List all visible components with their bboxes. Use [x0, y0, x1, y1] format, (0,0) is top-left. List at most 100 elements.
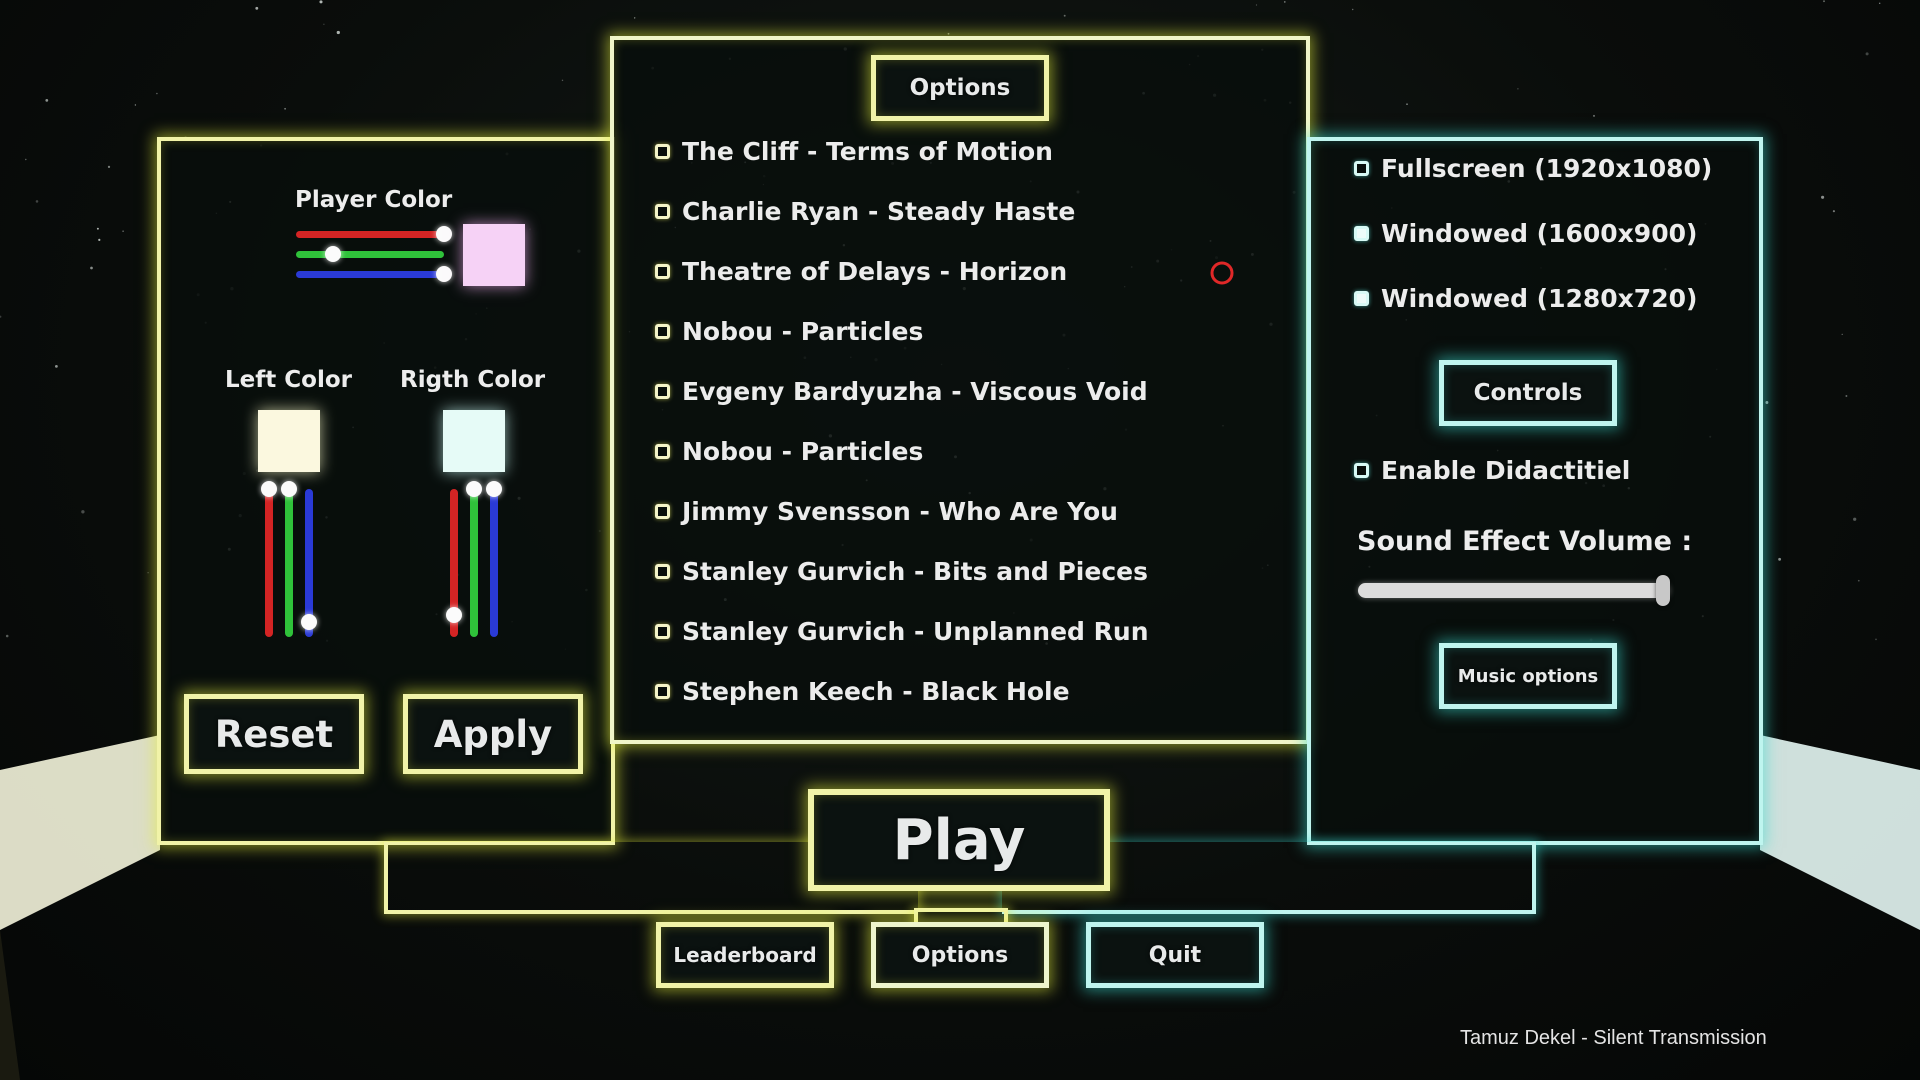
- didactitiel-checkbox[interactable]: [1354, 463, 1369, 478]
- music-track-item[interactable]: Charlie Ryan - Steady Haste: [655, 193, 1075, 229]
- star: [96, 227, 99, 230]
- star: [55, 365, 58, 368]
- star: [134, 104, 137, 106]
- star: [35, 200, 39, 203]
- star: [90, 266, 93, 270]
- music-track-item[interactable]: Stanley Gurvich - Bits and Pieces: [655, 553, 1148, 589]
- player-color-swatch: [463, 224, 525, 286]
- left-blue-knob[interactable]: [301, 614, 317, 631]
- play-button[interactable]: Play: [808, 789, 1110, 891]
- settings-panel: [1307, 137, 1763, 845]
- windowed-1280-checkbox[interactable]: [1354, 291, 1369, 306]
- music-track-checkbox[interactable]: [655, 683, 670, 699]
- left-color-red-slider[interactable]: [265, 489, 273, 637]
- star: [45, 99, 49, 102]
- right-color-red-slider[interactable]: [450, 489, 458, 637]
- options-button[interactable]: Options: [871, 922, 1049, 988]
- music-track-title: Nobou - Particles: [682, 436, 924, 466]
- music-track-item[interactable]: The Cliff - Terms of Motion: [655, 133, 1053, 169]
- star: [1821, 195, 1825, 199]
- menu-connector-right: [1002, 842, 1536, 914]
- star: [1875, 638, 1877, 641]
- leaderboard-button[interactable]: Leaderboard: [656, 922, 834, 988]
- right-color-blue-slider[interactable]: [490, 489, 498, 637]
- sound-volume-slider[interactable]: [1358, 583, 1670, 598]
- music-track-checkbox[interactable]: [655, 563, 670, 579]
- windowed-1600-option[interactable]: Windowed (1600x900): [1354, 219, 1697, 248]
- star: [147, 572, 149, 574]
- sound-volume-handle[interactable]: [1656, 575, 1670, 606]
- right-red-knob[interactable]: [446, 606, 462, 623]
- star: [1406, 103, 1408, 105]
- music-track-item[interactable]: Nobou - Particles: [655, 433, 923, 469]
- star: [1765, 401, 1769, 404]
- reset-button[interactable]: Reset: [184, 694, 364, 774]
- music-panel: [610, 36, 1310, 744]
- now-playing-text: Tamuz Dekel - Silent Transmission: [1460, 1027, 1767, 1049]
- music-track-item[interactable]: Stephen Keech - Black Hole: [655, 673, 1070, 709]
- menu-connector-left: [384, 842, 918, 914]
- player-green-knob[interactable]: [325, 246, 341, 262]
- music-track-title: Theatre of Delays - Horizon: [682, 256, 1068, 286]
- star: [1878, 2, 1881, 5]
- controls-button[interactable]: Controls: [1439, 360, 1617, 426]
- star: [1063, 14, 1066, 17]
- windowed-1280-option[interactable]: Windowed (1280x720): [1354, 284, 1697, 313]
- quit-button[interactable]: Quit: [1086, 922, 1264, 988]
- music-track-item[interactable]: Stanley Gurvich - Unplanned Run: [655, 613, 1149, 649]
- music-track-title: Nobou - Particles: [682, 316, 924, 346]
- windowed-1280-label: Windowed (1280x720): [1381, 284, 1698, 313]
- star: [1857, 579, 1860, 582]
- left-red-knob[interactable]: [261, 481, 277, 497]
- music-track-title: Stanley Gurvich - Bits and Pieces: [682, 556, 1148, 586]
- player-color-label: Player Color: [295, 187, 453, 213]
- star: [1853, 517, 1857, 521]
- cursor-marker: [1210, 261, 1234, 285]
- apply-button[interactable]: Apply: [403, 694, 583, 774]
- player-red-knob[interactable]: [436, 226, 452, 242]
- star: [1255, 4, 1258, 6]
- music-track-item[interactable]: Evgeny Bardyuzha - Viscous Void: [655, 373, 1148, 409]
- star: [1845, 395, 1848, 397]
- left-color-blue-slider[interactable]: [305, 489, 313, 637]
- music-track-item[interactable]: Nobou - Particles: [655, 313, 923, 349]
- star: [255, 6, 259, 10]
- windowed-1600-checkbox[interactable]: [1354, 226, 1369, 241]
- didactitiel-option[interactable]: Enable Didactitiel: [1354, 456, 1630, 485]
- music-track-title: Stanley Gurvich - Unplanned Run: [682, 616, 1149, 646]
- music-track-checkbox[interactable]: [655, 443, 670, 459]
- star: [122, 230, 124, 233]
- music-track-title: The Cliff - Terms of Motion: [682, 136, 1053, 166]
- left-green-knob[interactable]: [281, 481, 297, 497]
- menu-connector-stub: [914, 908, 1008, 926]
- music-track-checkbox[interactable]: [655, 263, 670, 279]
- music-track-checkbox[interactable]: [655, 203, 670, 219]
- star: [98, 238, 101, 242]
- music-track-title: Evgeny Bardyuzha - Viscous Void: [682, 376, 1148, 406]
- fullscreen-option[interactable]: Fullscreen (1920x1080): [1354, 154, 1712, 183]
- music-track-checkbox[interactable]: [655, 323, 670, 339]
- music-track-item[interactable]: Jimmy Svensson - Who Are You: [655, 493, 1118, 529]
- music-track-item[interactable]: Theatre of Delays - Horizon: [655, 253, 1067, 289]
- star: [81, 510, 85, 514]
- music-track-checkbox[interactable]: [655, 623, 670, 639]
- right-blue-knob[interactable]: [486, 481, 502, 497]
- music-track-title: Jimmy Svensson - Who Are You: [682, 496, 1118, 526]
- fullscreen-checkbox[interactable]: [1354, 161, 1369, 176]
- sound-volume-label: Sound Effect Volume :: [1357, 526, 1693, 557]
- music-track-checkbox[interactable]: [655, 503, 670, 519]
- star: [1865, 52, 1869, 56]
- right-color-green-slider[interactable]: [470, 489, 478, 637]
- right-green-knob[interactable]: [466, 481, 482, 497]
- left-color-green-slider[interactable]: [285, 489, 293, 637]
- music-track-checkbox[interactable]: [655, 143, 670, 159]
- star: [947, 32, 950, 35]
- music-track-checkbox[interactable]: [655, 383, 670, 399]
- star: [5, 634, 9, 638]
- music-options-button[interactable]: Music options: [1439, 643, 1617, 709]
- music-track-title: Charlie Ryan - Steady Haste: [682, 196, 1076, 226]
- star: [25, 158, 27, 161]
- star: [1778, 557, 1782, 561]
- player-blue-knob[interactable]: [436, 266, 452, 282]
- star: [1832, 210, 1835, 213]
